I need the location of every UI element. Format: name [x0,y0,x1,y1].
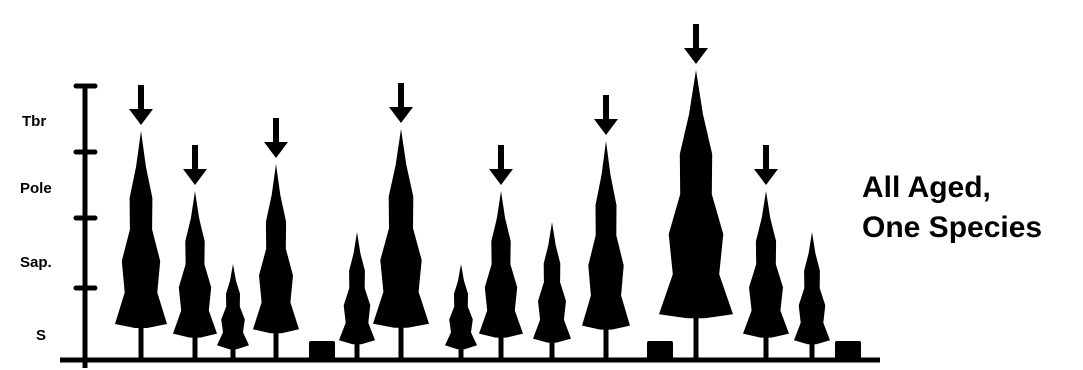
tree [373,129,429,360]
harvest-arrow [264,118,288,158]
harvest-arrow [129,85,153,125]
arrow-shaft [398,83,404,109]
tree [339,232,375,360]
arrow-head [183,169,207,185]
harvest-arrow [389,83,413,123]
axis-label-tbr: Tbr [22,113,47,130]
seedling-block [835,341,861,360]
arrow-head [684,48,708,64]
tree-trunk [138,324,144,360]
tree-trunk [458,345,464,360]
tree-trunk [809,340,815,360]
tree [659,70,733,360]
harvest-arrow [183,145,207,185]
harvest-arrow [594,95,618,135]
caption-line-2: One Species [862,211,1043,244]
size-class-axis [73,83,98,368]
arrow-shaft [138,85,144,111]
tree-crown [173,191,217,338]
arrow-shaft [192,145,198,171]
arrow-head [489,169,513,185]
axis-label-pole: Pole [20,180,52,197]
axis-label-s: S [36,327,47,344]
tree-trunk [192,333,198,360]
arrow-shaft [603,95,609,121]
tree-trunk [498,333,504,360]
seedling [309,341,335,360]
tree-trunk [693,314,699,360]
arrow-shaft [693,24,699,50]
tree-crown [217,264,249,350]
arrow-shaft [273,118,279,144]
tree-crown [445,264,477,350]
tree-trunk [549,338,555,360]
tree-crown [659,70,733,319]
harvest-arrow [684,24,708,64]
tree-crown [339,232,375,345]
tree-crown [794,232,830,345]
arrow-head [389,107,413,123]
arrow-shaft [498,145,504,171]
arrow-head [264,142,288,158]
tree-crown [582,141,630,330]
tree-crown [373,129,429,328]
seedling [835,341,861,360]
arrow-head [594,119,618,135]
tree-crown [743,191,789,338]
trees [115,70,861,360]
tree [794,232,830,360]
tree-trunk [398,323,404,360]
tree-trunk [603,325,609,360]
tree [743,191,789,360]
tree-crown [253,164,299,334]
tree [445,264,477,360]
harvest-arrow [754,145,778,185]
seedling-block [647,341,673,360]
seedling [647,341,673,360]
harvest-arrows [129,24,778,185]
arrow-shaft [763,145,769,171]
arrow-head [129,109,153,125]
harvest-arrow [489,145,513,185]
tree [173,191,217,360]
tree [479,191,523,360]
tree [533,222,571,360]
tree-crown [533,222,571,343]
tree-crown [479,191,523,338]
tree [217,264,249,360]
tree-trunk [273,329,279,360]
caption-line-1: All Aged, [862,171,991,204]
axis-label-sap: Sap. [20,254,52,271]
tree-trunk [763,333,769,360]
tree-trunk [354,340,360,360]
tree-trunk [230,345,236,360]
arrow-head [754,169,778,185]
caption: All Aged, One Species [862,168,1042,248]
tree [115,131,167,360]
tree-crown [115,131,167,328]
tree [253,164,299,360]
tree [582,141,630,360]
seedling-block [309,341,335,360]
